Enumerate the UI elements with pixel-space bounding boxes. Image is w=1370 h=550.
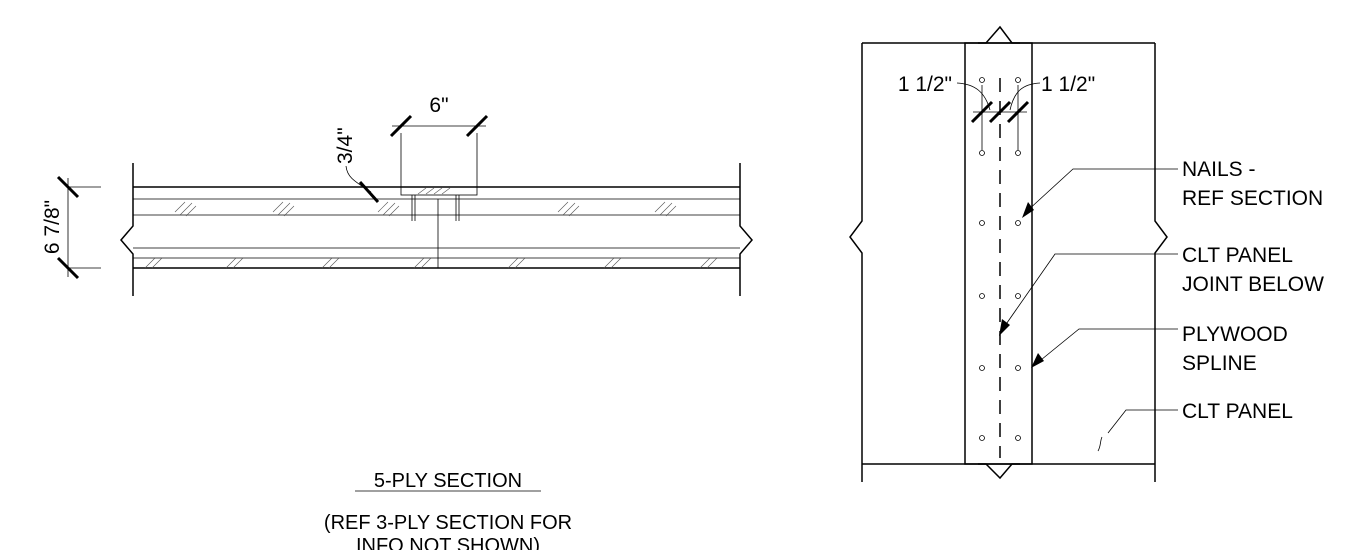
nail-icon	[1015, 150, 1021, 156]
nail-pattern	[979, 77, 1021, 441]
nail-icon	[979, 435, 985, 441]
nail-icon	[1015, 220, 1021, 226]
callout-leaders	[999, 168, 1178, 452]
callout-labels: NAILS - REF SECTION CLT PANEL JOINT BELO…	[1182, 158, 1324, 423]
callout-spline-line-2: SPLINE	[1182, 352, 1257, 375]
section-note-line-1: (REF 3-PLY SECTION FOR	[324, 512, 572, 534]
plywood-spline	[400, 186, 478, 196]
dim-left-label: 1 1/2"	[898, 73, 952, 96]
dim-width-label: 6"	[429, 94, 448, 117]
plan-right-break-line	[1154, 43, 1168, 482]
plan-view: 1 1/2" 1 1/2" NAILS - REF SECTION CLT PA…	[849, 25, 1324, 482]
callout-nails-line-2: REF SECTION	[1182, 187, 1323, 210]
dimension-width-6in: 6"	[389, 94, 489, 187]
nail-icon	[979, 77, 985, 83]
spline-bottom-break	[978, 463, 1020, 480]
section-title: 5-PLY SECTION	[374, 470, 522, 492]
callout-nails-line-1: NAILS -	[1182, 158, 1256, 181]
dim-gap-label: 3/4"	[334, 127, 357, 164]
nail-icon	[1015, 77, 1021, 83]
callout-joint-line-2: JOINT BELOW	[1182, 273, 1324, 296]
callout-clt-panel: CLT PANEL	[1182, 400, 1293, 423]
nail-icon	[1015, 293, 1021, 299]
nail-icon	[979, 293, 985, 299]
nail-icon	[979, 365, 985, 371]
right-break-line	[739, 163, 753, 296]
spline-top-break	[978, 25, 1020, 44]
dimension-thickness: 6 7/8"	[41, 175, 101, 280]
dim-right-label: 1 1/2"	[1041, 73, 1095, 96]
nail-icon	[1015, 435, 1021, 441]
dim-thickness-label: 6 7/8"	[41, 200, 64, 254]
dimension-gap-3-4in: 3/4"	[334, 127, 380, 204]
plan-left-break-line	[849, 43, 863, 482]
nail-icon	[1015, 365, 1021, 371]
dimension-nail-spacing: 1 1/2" 1 1/2"	[898, 73, 1095, 150]
five-ply-section-view: 6" 3/4" 6 7/8" 5-PLY SECTION (REF 3-PLY …	[41, 94, 753, 550]
section-note-line-2: INFO NOT SHOWN)	[356, 535, 540, 550]
callout-spline-line-1: PLYWOOD	[1182, 323, 1288, 346]
nail-icon	[979, 150, 985, 156]
nail-icon	[979, 220, 985, 226]
wood-grain-hatch	[144, 201, 718, 269]
plan-plywood-spline	[964, 42, 1033, 465]
left-break-line	[120, 163, 134, 296]
callout-joint-line-1: CLT PANEL	[1182, 244, 1293, 267]
